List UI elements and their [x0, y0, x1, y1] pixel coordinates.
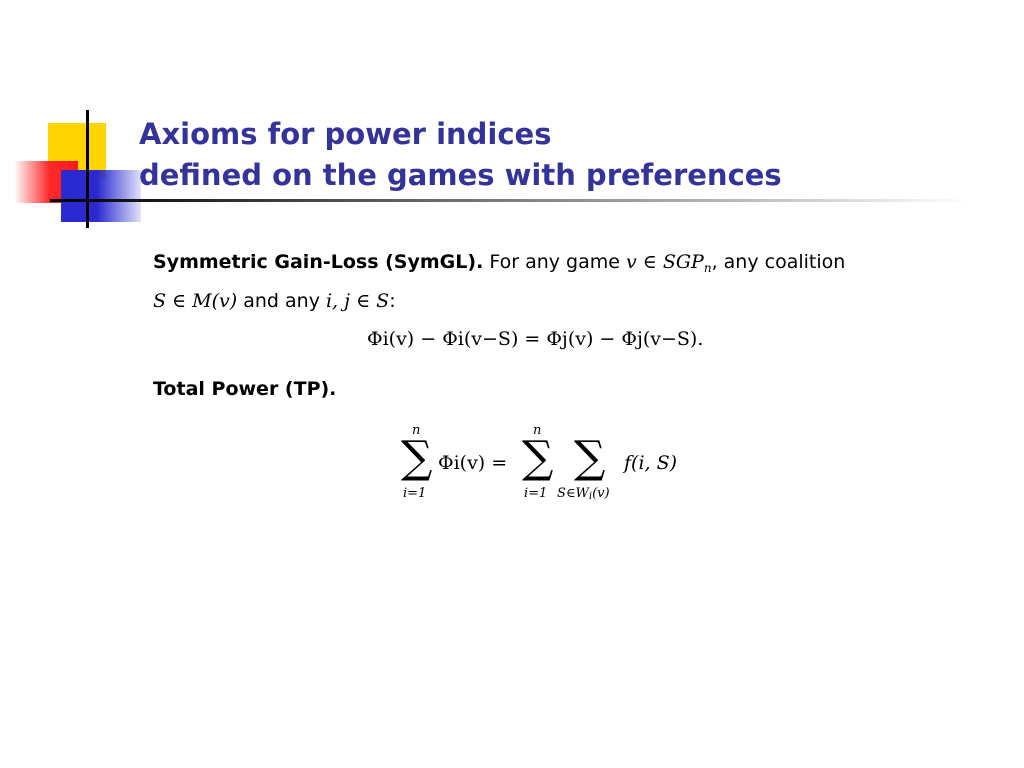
symgl-text-2: , any coalition: [711, 251, 846, 273]
symgl-equation-text: Φi(v) − Φi(v−S) = Φj(v) − Φj(v−S).: [367, 328, 704, 350]
sum2-upper: n: [533, 423, 542, 438]
symgl-math-2: S ∈ M(v): [153, 290, 238, 312]
symgl-math-1: v ∈ SGP: [625, 251, 704, 273]
symgl-label: Symmetric Gain-Loss (SymGL).: [153, 251, 484, 273]
slide-title-line-2: defined on the games with preferences: [139, 158, 782, 192]
symgl-equation: Φi(v) − Φi(v−S) = Φj(v) − Φj(v−S).: [367, 328, 703, 350]
sum3-lower-sub: i: [588, 491, 593, 502]
title-underline: [50, 199, 970, 202]
tp-lhs: Φi(v) =: [438, 452, 508, 474]
symgl-text-1: For any game: [483, 251, 626, 273]
slide-body: Symmetric Gain-Loss (SymGL). For any gam…: [153, 246, 913, 318]
sum3-lower: S∈Wi(v): [557, 486, 610, 502]
tp-rhs: f(i, S): [624, 452, 678, 474]
symgl-paragraph: Symmetric Gain-Loss (SymGL). For any gam…: [153, 246, 913, 318]
decor-blue-square: [61, 170, 141, 222]
sum3-sigma: ∑: [574, 432, 606, 483]
sum2-sigma: ∑: [522, 432, 554, 483]
symgl-text-4: :: [389, 290, 396, 312]
slide-title: Axioms for power indices defined on the …: [139, 114, 782, 196]
sum1-upper: n: [412, 423, 421, 438]
slide-title-line-1: Axioms for power indices: [139, 117, 552, 151]
tp-label: Total Power (TP).: [153, 378, 337, 400]
sum1-sigma: ∑: [401, 432, 433, 483]
symgl-math-1-sub: n: [703, 261, 712, 275]
decor-vertical-line: [86, 110, 89, 228]
symgl-math-3: i, j ∈ S: [325, 290, 390, 312]
sum2-lower: i=1: [524, 486, 548, 501]
sum3-lower-main: S∈W: [557, 486, 589, 501]
sum1-lower: i=1: [403, 486, 427, 501]
symgl-text-3: and any: [237, 290, 326, 312]
sum3-lower-tail: (v): [592, 486, 610, 501]
